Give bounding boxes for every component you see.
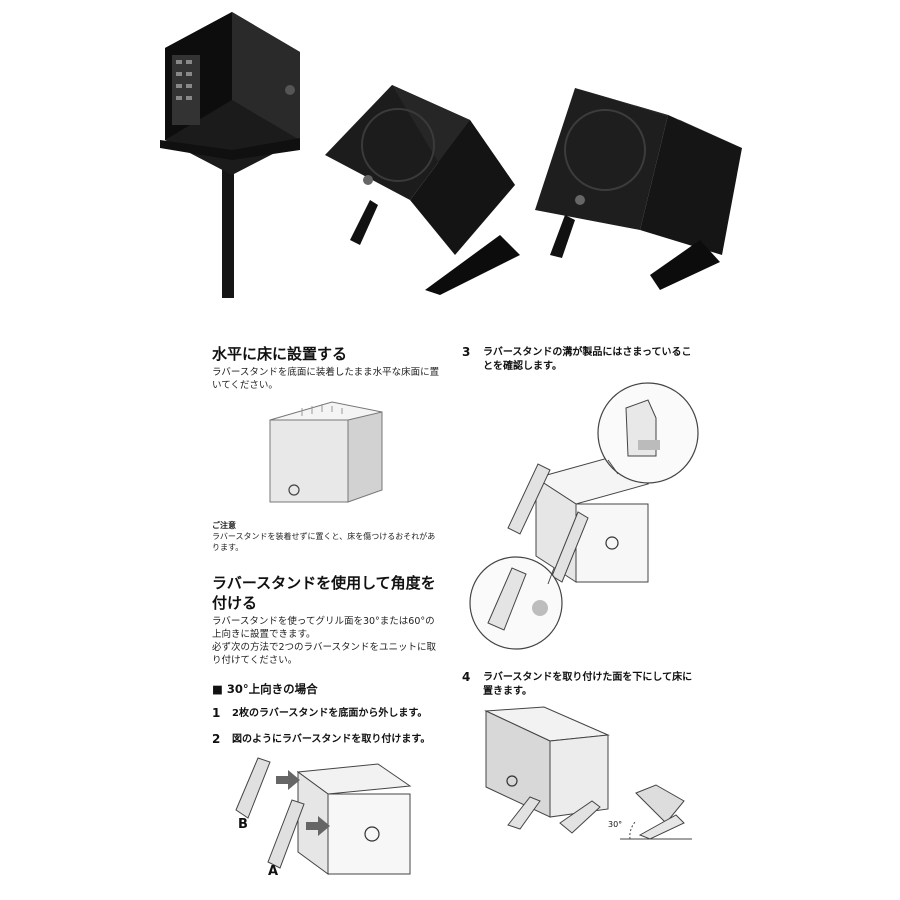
section-text-angle-2: 必ず次の方法で2つのラバースタンドをユニットに取り付けてください。 — [212, 642, 436, 666]
angle-label: 30° — [608, 820, 623, 829]
step-1-text: 2枚のラバースタンドを底面から外します。 — [232, 708, 428, 719]
section-text-horizontal: ラバースタンドを底面に装着したまま水平な床面に置いてください。 — [212, 367, 440, 391]
step-2-number: 2 — [212, 732, 221, 746]
step-3-text: ラバースタンドの溝が製品にはさまっていることを確認します。 — [483, 347, 692, 372]
arrow-icon — [276, 770, 300, 790]
section-title-angle: ラバースタンドを使用して角度を付ける — [212, 574, 436, 612]
arrow-icon — [306, 816, 330, 836]
speaker-on-pole — [160, 12, 300, 298]
step-4-text: ラバースタンドを取り付けた面を下にして床に置きます。 — [483, 672, 693, 697]
illustration-place-floor — [484, 706, 692, 840]
product-photo — [160, 12, 742, 298]
step-3-number: 3 — [462, 345, 471, 359]
caution-text: ラバースタンドを装着せずに置くと、床を傷つけるおそれがあります。 — [212, 532, 436, 552]
step-4-number: 4 — [462, 670, 471, 684]
section-text-angle-1: ラバースタンドを使ってグリル面を30°または60°の上向きに設置できます。 — [212, 616, 435, 640]
speaker-tilted-30 — [535, 88, 742, 290]
caution-title: ご注意 — [212, 521, 236, 530]
illustration-check-grooves — [469, 382, 699, 650]
illustration-attach-stands — [235, 757, 412, 875]
step-2-text: 図のようにラバースタンドを取り付けます。 — [232, 734, 431, 745]
logo-icon — [288, 484, 300, 496]
step-1-number: 1 — [212, 706, 221, 720]
label-a: A — [268, 864, 279, 879]
illustration-flat-speaker — [269, 401, 383, 503]
section-title-horizontal: 水平に床に設置する — [212, 345, 348, 363]
zoom-detail-bottom — [469, 556, 563, 650]
speaker-tilted-60 — [325, 85, 520, 295]
subheading-30deg: ■ 30°上向きの場合 — [212, 682, 318, 696]
label-b: B — [238, 817, 248, 832]
